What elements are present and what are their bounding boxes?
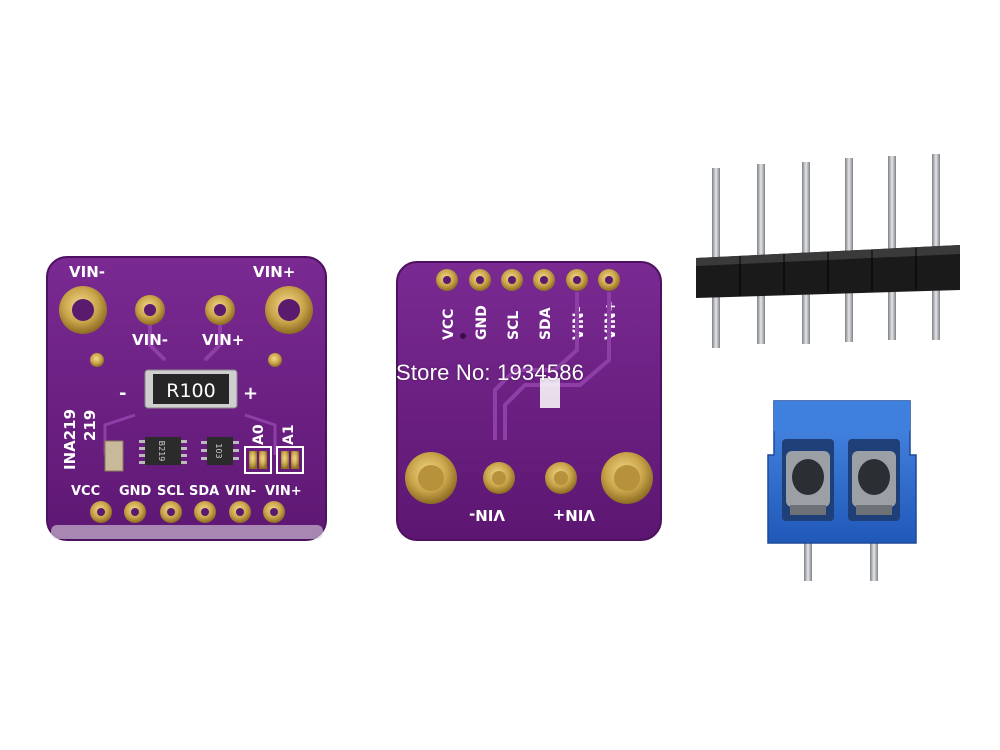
ina219-ic: B219 <box>139 437 187 465</box>
chip-label-ina219: INA219 <box>61 409 79 470</box>
store-watermark: Store No: 1934586 <box>396 360 585 385</box>
small-chip: 103 <box>201 437 239 465</box>
corner-label-vin-minus: VIN- <box>69 263 105 281</box>
polarity-minus: - <box>119 383 126 404</box>
header-pads <box>90 501 285 523</box>
address-label-a1: A1 <box>281 424 297 445</box>
header-label-gnd: GND <box>119 484 152 499</box>
small-part-marking: 103 <box>214 443 223 458</box>
back-label-sda: SDA <box>538 307 554 340</box>
screw-terminal-block <box>767 400 917 581</box>
ic-marking: B219 <box>157 441 166 462</box>
header-label-vin-plus: VIN+ <box>265 484 302 499</box>
back-label-gnd: GND <box>474 305 490 340</box>
chip-label-219: 219 <box>81 410 99 441</box>
pcb-body-back <box>396 261 662 541</box>
header-label-vin-minus: VIN- <box>225 484 256 499</box>
resistor-marking: R100 <box>166 380 215 402</box>
header-label-scl: SCL <box>157 484 184 499</box>
pad-label-vin-minus: VIN- <box>132 331 168 349</box>
address-label-a0: A0 <box>251 424 267 445</box>
back-header-pads <box>436 269 620 291</box>
pad-label-vin-plus: VIN+ <box>202 331 244 349</box>
back-label-vcc: VCC <box>441 309 457 340</box>
ina219-front-board: VIN- VIN+ VIN- VIN+ R100 - + INA219 219 … <box>46 256 327 541</box>
corner-label-vin-plus: VIN+ <box>253 263 295 281</box>
header-label-vcc: VCC <box>71 484 100 499</box>
back-label-scl: SCL <box>506 311 522 340</box>
polarity-plus: + <box>243 383 258 404</box>
header-label-sda: SDA <box>189 484 219 499</box>
back-terminal-label-vin-plus: VIN+ <box>553 506 595 524</box>
back-terminal-label-vin-minus: VIN- <box>469 506 505 524</box>
ina219-back-board: VCC GND SCL SDA VIN- VIN+ VIN- VIN+ <box>396 261 662 541</box>
pin-header-strip <box>696 154 960 348</box>
capacitor <box>104 440 124 472</box>
